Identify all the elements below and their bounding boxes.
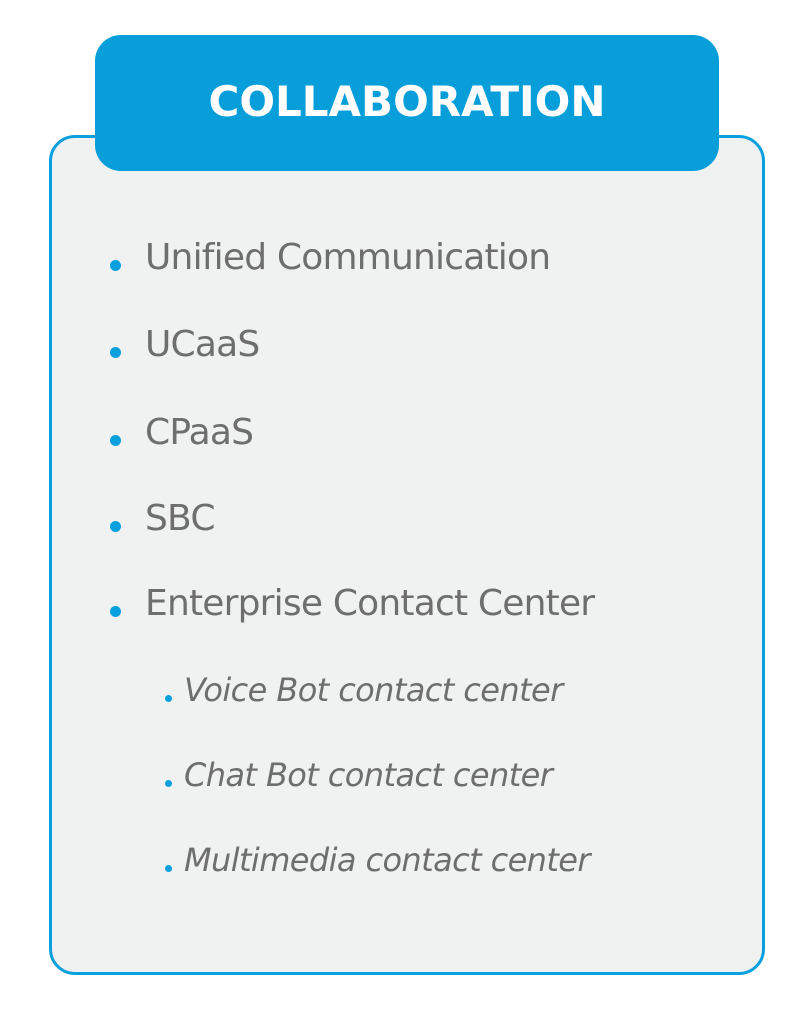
list-item-label: UCaaS	[145, 324, 260, 365]
bullet-icon	[165, 780, 172, 787]
list-item-label: Enterprise Contact Center	[145, 583, 595, 624]
bullet-icon	[110, 435, 121, 446]
list-item-label: SBC	[145, 498, 215, 539]
list-subitem-voice-bot: Voice Bot contact center	[165, 670, 563, 710]
list-subitem-label: Multimedia contact center	[184, 841, 591, 879]
header-title: COLLABORATION	[208, 76, 606, 126]
list-item-label: CPaaS	[145, 412, 254, 453]
bullet-icon	[165, 865, 172, 872]
list-subitem-chat-bot: Chat Bot contact center	[165, 755, 553, 795]
card-header: COLLABORATION	[95, 35, 719, 171]
list-item-enterprise-contact-center: Enterprise Contact Center	[110, 583, 595, 625]
bullet-icon	[110, 260, 121, 271]
list-subitem-label: Chat Bot contact center	[184, 756, 553, 794]
list-item-cpaas: CPaaS	[110, 412, 254, 454]
list-item-unified-communication: Unified Communication	[110, 237, 551, 279]
collaboration-card	[49, 135, 765, 975]
list-item-ucaas: UCaaS	[110, 324, 260, 366]
list-subitem-multimedia: Multimedia contact center	[165, 840, 591, 880]
bullet-icon	[110, 521, 121, 532]
list-item-label: Unified Communication	[145, 237, 551, 278]
bullet-icon	[110, 606, 121, 617]
bullet-icon	[110, 347, 121, 358]
bullet-icon	[165, 695, 172, 702]
list-subitem-label: Voice Bot contact center	[184, 671, 563, 709]
list-item-sbc: SBC	[110, 498, 215, 540]
